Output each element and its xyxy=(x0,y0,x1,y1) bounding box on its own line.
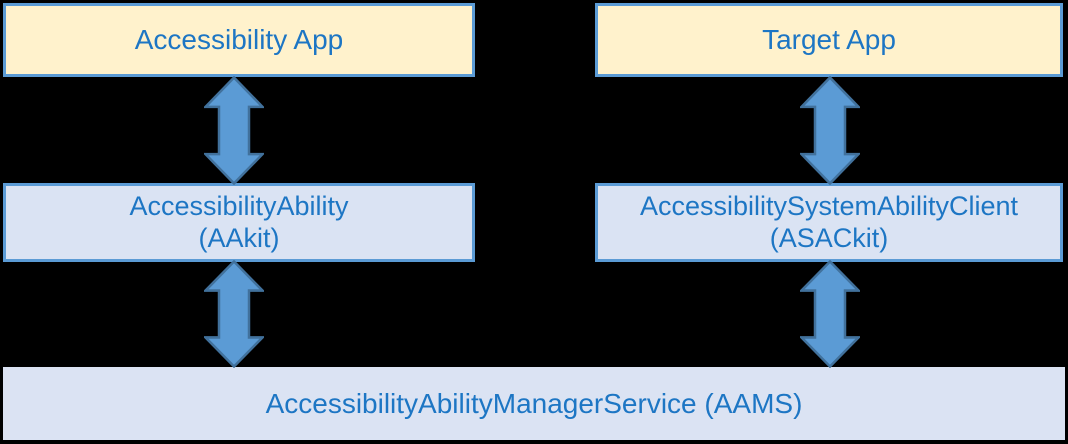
aakit-label-line1: AccessibilityAbility xyxy=(129,190,349,221)
double-arrow-icon xyxy=(204,76,264,185)
double-arrow-icon xyxy=(800,260,860,368)
target-app-box: Target App xyxy=(595,3,1063,77)
asackit-box: AccessibilitySystemAbilityClient (ASACki… xyxy=(595,183,1063,262)
double-arrow-icon xyxy=(204,260,264,368)
aams-box: AccessibilityAbilityManagerService (AAMS… xyxy=(3,367,1065,440)
double-arrow-icon xyxy=(800,76,860,185)
asackit-label-line1: AccessibilitySystemAbilityClient xyxy=(639,190,1019,221)
aakit-box: AccessibilityAbility (AAkit) xyxy=(3,183,475,262)
accessibility-app-label: Accessibility App xyxy=(134,24,344,56)
asackit-label-line2: (ASACkit) xyxy=(769,222,889,253)
aams-label: AccessibilityAbilityManagerService (AAMS… xyxy=(265,387,803,419)
target-app-label: Target App xyxy=(762,24,896,56)
aakit-label-line2: (AAkit) xyxy=(198,222,280,253)
accessibility-app-box: Accessibility App xyxy=(3,3,475,77)
